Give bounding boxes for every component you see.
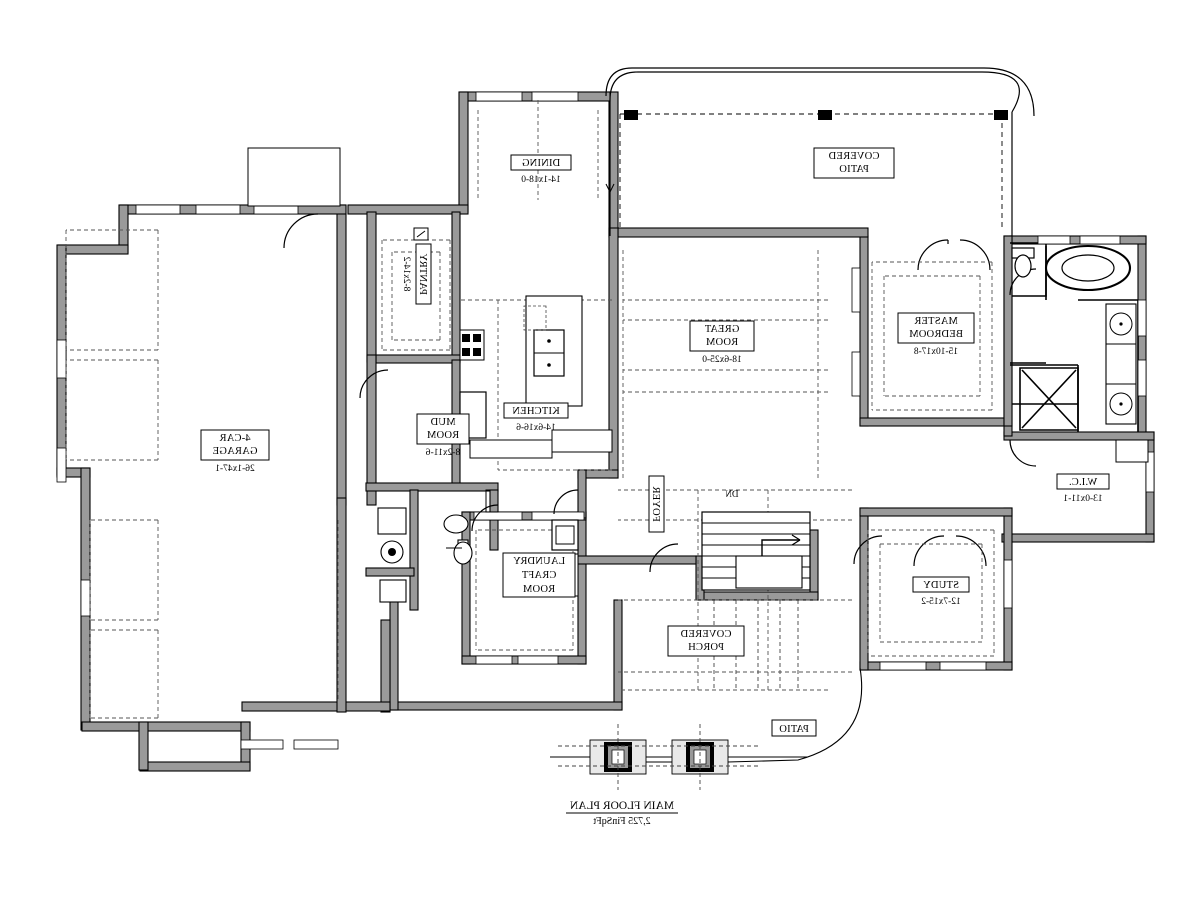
room-name-line-2: ROOM bbox=[705, 337, 738, 348]
room-label-patio: PATIO bbox=[771, 719, 817, 737]
title-block: MAIN FLOOR PLAN 2,725 FinSqFt bbox=[566, 800, 678, 827]
room-label-master-bedroom: MASTER BEDROOM 15-10x17-8 bbox=[897, 312, 975, 357]
room-dimensions: 8-2x14-2 bbox=[401, 256, 411, 291]
room-name-line-2: ROOM bbox=[426, 430, 459, 441]
room-name-line-2: PORCH bbox=[688, 642, 724, 653]
room-name: STUDY bbox=[923, 580, 959, 591]
room-name-line-1: GREAT bbox=[704, 324, 739, 335]
room-label-study: STUDY 12-7x15-2 bbox=[912, 576, 970, 607]
room-name-line-2: PATIO bbox=[839, 164, 869, 175]
covered-patio-outline bbox=[605, 67, 1035, 236]
room-label-foyer: FOYER bbox=[648, 475, 665, 533]
room-name: DINING bbox=[522, 158, 561, 169]
room-name: PATIO bbox=[779, 724, 809, 735]
plan-subtitle: 2,725 FinSqFt bbox=[593, 816, 650, 827]
porch-column-group bbox=[550, 724, 808, 790]
room-dimensions: 13-0x11-1 bbox=[1063, 494, 1102, 504]
room-label-dining: DINING 14-1x18-0 bbox=[510, 154, 572, 185]
room-name: KITCHEN bbox=[512, 406, 560, 417]
room-dimensions: 18-6x25-0 bbox=[702, 355, 742, 365]
room-name-line-1: COVERED bbox=[828, 151, 879, 162]
room-name-line-2: BEDROOM bbox=[909, 329, 963, 340]
room-label-garage: 4-CAR GARAGE 26-1x47-1 bbox=[200, 429, 270, 474]
room-name-line-1: MASTER bbox=[914, 316, 958, 327]
staircase bbox=[701, 511, 811, 690]
room-name: W.I.C. bbox=[1069, 477, 1098, 488]
room-name-line-1: MUD bbox=[430, 417, 455, 428]
room-dimensions: 8-2x11-6 bbox=[426, 448, 461, 458]
room-label-mud-room: MUD ROOM 8-2x11-6 bbox=[416, 413, 470, 458]
room-label-great-room: GREAT ROOM 18-6x25-0 bbox=[689, 320, 755, 365]
room-label-covered-porch: COVERED PORCH bbox=[667, 625, 745, 657]
room-dimensions: 14-6x16-6 bbox=[516, 423, 556, 433]
room-dimensions: 12-7x15-2 bbox=[921, 597, 961, 607]
room-label-laundry-craft: LAUNDRY CRAFT ROOM bbox=[502, 552, 576, 598]
room-label-wic: W.I.C. 13-0x11-1 bbox=[1056, 473, 1110, 504]
room-label-kitchen: KITCHEN 14-6x16-6 bbox=[503, 402, 569, 433]
room-name: PANTRY bbox=[417, 253, 428, 295]
plan-title: MAIN FLOOR PLAN bbox=[569, 800, 674, 812]
room-name-line-3: ROOM bbox=[522, 584, 555, 595]
stair-direction-label: DN bbox=[725, 489, 738, 499]
room-dimensions: 14-1x18-0 bbox=[521, 175, 561, 185]
room-name-line-1: LAUNDRY bbox=[513, 556, 565, 567]
interior-partitions bbox=[1010, 242, 1139, 432]
room-dimensions: 15-10x17-8 bbox=[914, 347, 959, 357]
room-name: FOYER bbox=[650, 486, 661, 521]
room-name-line-2: GARAGE bbox=[213, 446, 258, 457]
rear-patio-arc bbox=[727, 667, 863, 763]
room-name-line-2: CRAFT bbox=[521, 570, 556, 581]
window-group bbox=[56, 91, 1155, 750]
misc-linework bbox=[247, 147, 615, 549]
room-label-pantry: PANTRY 8-2x14-2 bbox=[401, 243, 432, 305]
room-label-group: COVERED PATIO DINING 14-1x18-0 PANTRY 8-… bbox=[200, 147, 1110, 737]
room-label-covered-patio: COVERED PATIO bbox=[813, 147, 895, 179]
door-swing-group bbox=[283, 213, 1037, 573]
room-dimensions: 26-1x47-1 bbox=[215, 464, 255, 474]
room-name-line-1: COVERED bbox=[680, 629, 731, 640]
room-name-line-1: 4-CAR bbox=[219, 433, 250, 444]
